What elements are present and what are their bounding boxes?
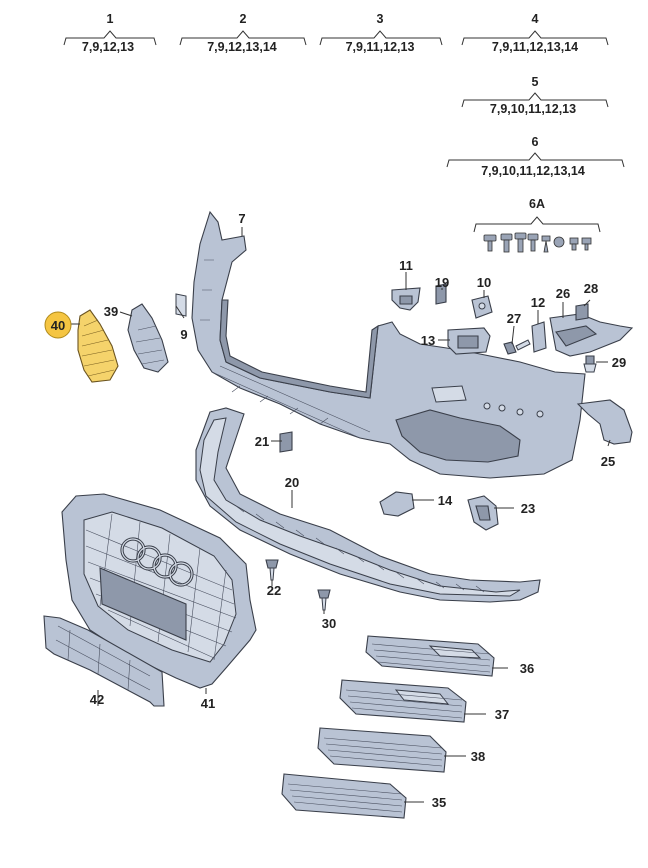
part-labels: 7 9 10 11 12 13 14 19 20 21 22 23 25 26 … bbox=[90, 211, 626, 810]
part-28-bracket[interactable] bbox=[575, 303, 589, 321]
group-5[interactable]: 5 7,9,10,11,12,13 bbox=[461, 75, 609, 116]
group-4-parts: 7,9,11,12,13,14 bbox=[492, 40, 578, 54]
leader-lines bbox=[70, 227, 611, 803]
group-2-number: 2 bbox=[240, 12, 247, 26]
label-13: 13 bbox=[421, 333, 435, 348]
part-42-licence-plate-holder[interactable] bbox=[43, 615, 165, 707]
label-20: 20 bbox=[285, 475, 299, 490]
part-14-tow-eye-cover[interactable] bbox=[379, 491, 415, 517]
fastener-set-6a bbox=[483, 232, 592, 253]
label-30: 30 bbox=[322, 616, 336, 631]
group-3-parts: 7,9,11,12,13 bbox=[346, 40, 415, 54]
label-26: 26 bbox=[556, 286, 570, 301]
part-29-screw[interactable] bbox=[583, 355, 597, 373]
label-29: 29 bbox=[612, 355, 626, 370]
group-1-parts: 7,9,12,13 bbox=[82, 40, 134, 54]
group-3-number: 3 bbox=[377, 12, 384, 26]
part-41-radiator-grille[interactable] bbox=[61, 493, 257, 689]
part-40-vent-cover-highlighted[interactable] bbox=[77, 309, 119, 383]
part-38-fog-grille[interactable] bbox=[317, 727, 447, 773]
label-35: 35 bbox=[432, 795, 446, 810]
part-13-bracket[interactable] bbox=[447, 327, 491, 355]
label-7: 7 bbox=[238, 211, 245, 226]
group-2[interactable]: 2 7,9,12,13,14 bbox=[179, 12, 307, 54]
part-26-bracket[interactable] bbox=[549, 313, 634, 357]
part-21-clip[interactable] bbox=[279, 431, 293, 453]
label-19: 19 bbox=[435, 275, 449, 290]
label-25: 25 bbox=[601, 454, 615, 469]
label-37: 37 bbox=[495, 707, 509, 722]
part-30-screw[interactable] bbox=[317, 589, 331, 611]
group-6-parts: 7,9,10,11,12,13,14 bbox=[481, 164, 585, 178]
part-20-lower-spoiler[interactable] bbox=[195, 407, 541, 603]
part-11-bracket[interactable] bbox=[391, 287, 421, 311]
label-39: 39 bbox=[104, 304, 118, 319]
label-28: 28 bbox=[584, 281, 598, 296]
part-39-trim-left[interactable] bbox=[127, 303, 169, 373]
label-40: 40 bbox=[51, 318, 65, 333]
label-42: 42 bbox=[90, 692, 104, 707]
label-23: 23 bbox=[521, 501, 535, 516]
label-27: 27 bbox=[507, 311, 521, 326]
group-5-number: 5 bbox=[532, 75, 539, 89]
label-21: 21 bbox=[255, 434, 269, 449]
label-36: 36 bbox=[520, 661, 534, 676]
label-38: 38 bbox=[471, 749, 485, 764]
part-25-bracket[interactable] bbox=[576, 399, 633, 445]
part-19-bracket[interactable] bbox=[435, 283, 447, 305]
part-36-fog-grille[interactable] bbox=[365, 635, 495, 677]
label-40-highlight[interactable]: 40 bbox=[44, 311, 72, 339]
group-6[interactable]: 6 7,9,10,11,12,13,14 bbox=[446, 135, 625, 178]
group-5-parts: 7,9,10,11,12,13 bbox=[490, 102, 576, 116]
label-9: 9 bbox=[180, 327, 187, 342]
group-6a-number: 6A bbox=[529, 197, 545, 211]
label-12: 12 bbox=[531, 295, 545, 310]
group-1-number: 1 bbox=[107, 12, 114, 26]
label-11: 11 bbox=[399, 258, 413, 273]
part-10-bracket[interactable] bbox=[471, 295, 493, 319]
part-37-fog-grille[interactable] bbox=[339, 679, 467, 723]
part-7-bumper-cover[interactable] bbox=[191, 210, 586, 479]
group-2-parts: 7,9,12,13,14 bbox=[207, 40, 277, 54]
part-35-fog-grille[interactable] bbox=[281, 773, 407, 819]
label-14: 14 bbox=[438, 493, 453, 508]
label-10: 10 bbox=[477, 275, 491, 290]
label-41: 41 bbox=[201, 696, 215, 711]
group-4-number: 4 bbox=[532, 12, 539, 26]
group-6-number: 6 bbox=[532, 135, 539, 149]
part-22-screw[interactable] bbox=[265, 559, 279, 581]
group-6a[interactable]: 6A bbox=[473, 197, 601, 253]
group-4[interactable]: 4 7,9,11,12,13,14 bbox=[461, 12, 609, 54]
group-1[interactable]: 1 7,9,12,13 bbox=[63, 12, 157, 54]
part-12-bracket[interactable] bbox=[531, 321, 547, 353]
group-3[interactable]: 3 7,9,11,12,13 bbox=[319, 12, 443, 54]
part-27-screw[interactable] bbox=[503, 339, 531, 355]
part-23-bracket[interactable] bbox=[467, 495, 499, 531]
label-22: 22 bbox=[267, 583, 281, 598]
